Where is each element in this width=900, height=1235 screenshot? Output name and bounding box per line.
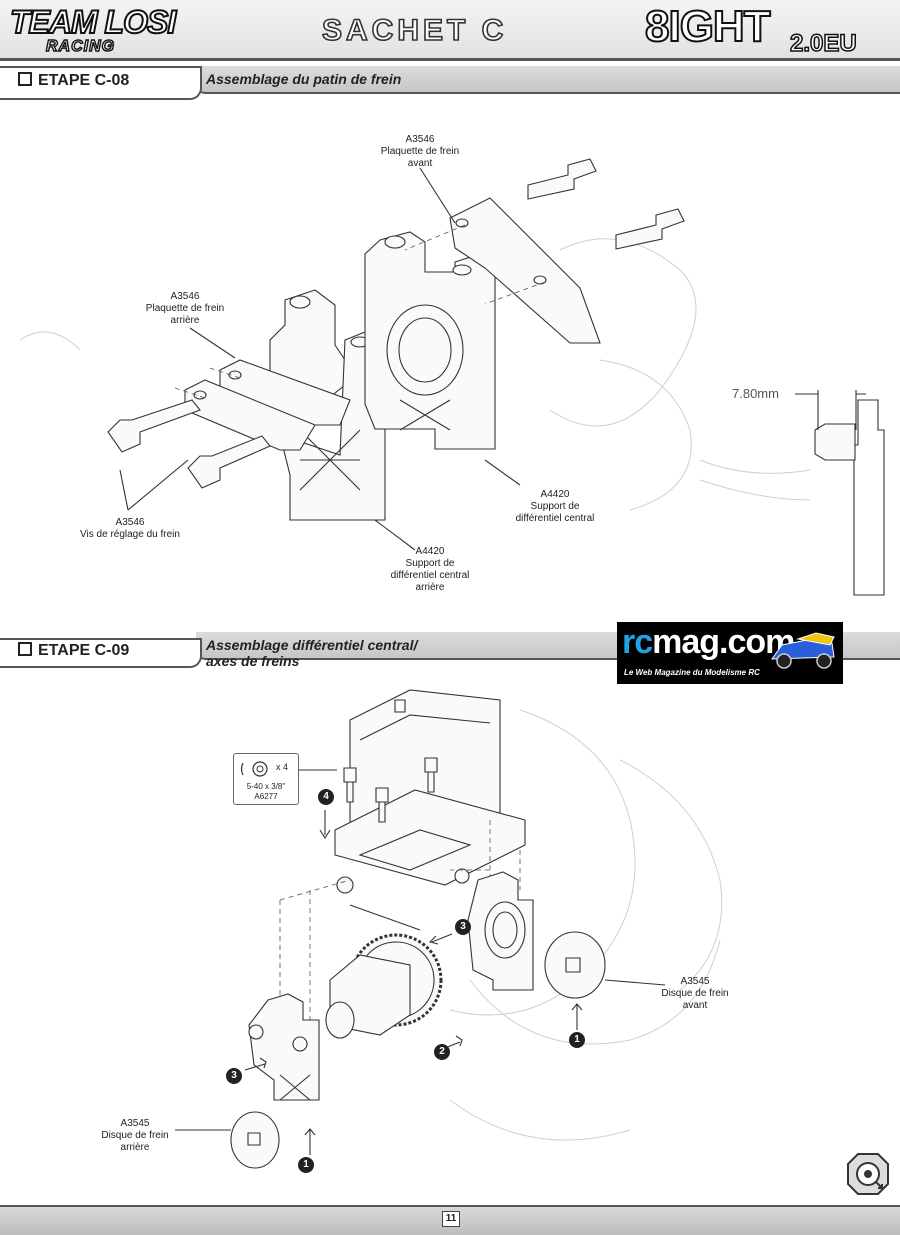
callout-front-pad: A3546 Plaquette de frein avant <box>380 134 460 169</box>
step-number: ETAPE C-08 <box>38 72 130 89</box>
step-marker-2: 2 <box>434 1044 450 1060</box>
page-header <box>0 0 900 61</box>
step-marker-3: 3 <box>226 1068 242 1084</box>
checkbox-icon[interactable] <box>18 72 32 86</box>
checkbox-icon[interactable] <box>18 642 32 656</box>
callout-rear-support: A4420 Support de différentiel central ar… <box>390 546 470 593</box>
step-marker-4: 4 <box>318 789 334 805</box>
hardware-parts-box: x 4 5-40 x 3/8"A6277 <box>233 753 299 805</box>
callout-rear-pad: A3546 Plaquette de frein arrière <box>145 291 225 326</box>
model-version: 2.0EU <box>789 29 857 58</box>
rc-car-icon <box>771 632 835 669</box>
brand-sub: RACING <box>45 37 116 55</box>
page-footer: 11 <box>0 1205 900 1235</box>
button-head-screw-icon <box>240 761 268 777</box>
step-marker-1: 1 <box>298 1157 314 1173</box>
brake-pad-assembly-diagram <box>19 158 885 596</box>
step-label: ETAPE C-08 <box>18 72 129 90</box>
step-label: ETAPE C-09 <box>18 642 129 660</box>
rcmag-logo: rcmag.com <box>622 623 795 661</box>
center-diff-assembly-diagram <box>175 689 723 1169</box>
step-title-line2: axes de freins <box>206 653 300 669</box>
team-losi-logo: TEAM LOSI RACING <box>9 3 220 58</box>
gear-arrow-icon[interactable] <box>846 1152 890 1196</box>
step-title-line1: Assemblage différentiel central/ <box>206 637 418 653</box>
step-strip <box>196 66 900 94</box>
page-number: 11 <box>442 1211 460 1227</box>
parts-quantity: x 4 <box>276 762 289 772</box>
callout-rear-disc: A3545 Disque de frein arrière <box>101 1118 169 1153</box>
callout-adjust-screws: A3546 Vis de réglage du frein <box>80 517 180 540</box>
rcmag-tagline: Le Web Magazine du Modelisme RC <box>624 668 760 677</box>
dimension-label: 7.80mm <box>732 386 779 401</box>
callout-center-support: A4420 Support de différentiel central <box>515 489 595 524</box>
step-marker-3: 3 <box>455 919 471 935</box>
step-number: ETAPE C-09 <box>38 642 130 659</box>
model-name: 8IGHT <box>644 1 772 52</box>
brand-name: TEAM LOSI <box>9 3 177 41</box>
step-title: Assemblage du patin de frein <box>206 71 402 87</box>
parts-spec: 5-40 x 3/8"A6277 <box>246 782 286 801</box>
step-marker-1: 1 <box>569 1032 585 1048</box>
rcmag-banner[interactable]: rcmag.com Le Web Magazine du Modelisme R… <box>617 622 843 684</box>
bag-title: SACHET C <box>321 13 508 48</box>
step-c08-bar: ETAPE C-08 Assemblage du patin de frein <box>0 66 900 100</box>
callout-front-disc: A3545 Disque de frein avant <box>661 976 729 1011</box>
step-tab <box>0 638 202 668</box>
step-tab <box>0 66 202 100</box>
